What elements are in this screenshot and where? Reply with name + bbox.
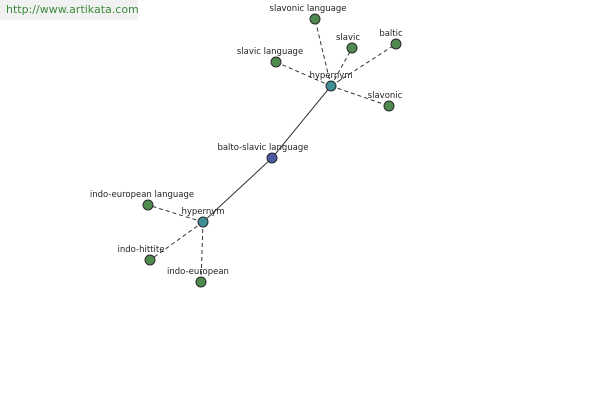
node-hub-bottom[interactable] <box>197 216 209 228</box>
label-slavic: slavic <box>336 33 360 43</box>
node-indo-hittite[interactable] <box>144 254 156 266</box>
node-slavonic[interactable] <box>383 100 395 112</box>
label-indo-european: indo-european <box>167 267 229 277</box>
edge-hub-top-baltic <box>330 43 397 87</box>
label-slavonic-language: slavonic language <box>270 4 347 14</box>
edge-hub-top-slavic <box>330 47 353 87</box>
label-hub-top: hypernym <box>309 71 352 81</box>
node-slavic-language[interactable] <box>270 56 282 68</box>
edge-center-to-hub-bottom <box>202 157 273 223</box>
label-hub-bottom: hypernym <box>181 207 224 217</box>
edge-center-to-hub-top <box>271 85 332 159</box>
edge-hub-bottom-indo-european-language <box>147 204 204 223</box>
node-indo-european[interactable] <box>195 276 207 288</box>
edge-hub-top-slavic-language <box>275 61 332 87</box>
edge-hub-top-slavonic-language <box>314 18 332 87</box>
site-url[interactable]: http://www.artikata.com <box>0 0 139 20</box>
node-indo-european-language[interactable] <box>142 199 154 211</box>
node-slavonic-language[interactable] <box>309 13 321 25</box>
node-hub-top[interactable] <box>325 80 337 92</box>
label-center: balto-slavic language <box>217 143 308 153</box>
label-indo-hittite: indo-hittite <box>118 245 165 255</box>
node-slavic[interactable] <box>346 42 358 54</box>
edge-hub-bottom-indo-european <box>200 221 204 283</box>
node-baltic[interactable] <box>390 38 402 50</box>
label-indo-european-language: indo-european language <box>90 190 194 200</box>
label-slavonic: slavonic <box>368 91 403 101</box>
edge-hub-top-slavonic <box>330 85 390 107</box>
edge-hub-bottom-indo-hittite <box>149 221 204 261</box>
label-slavic-language: slavic language <box>237 47 303 57</box>
label-baltic: baltic <box>379 29 403 39</box>
node-center[interactable] <box>266 152 278 164</box>
